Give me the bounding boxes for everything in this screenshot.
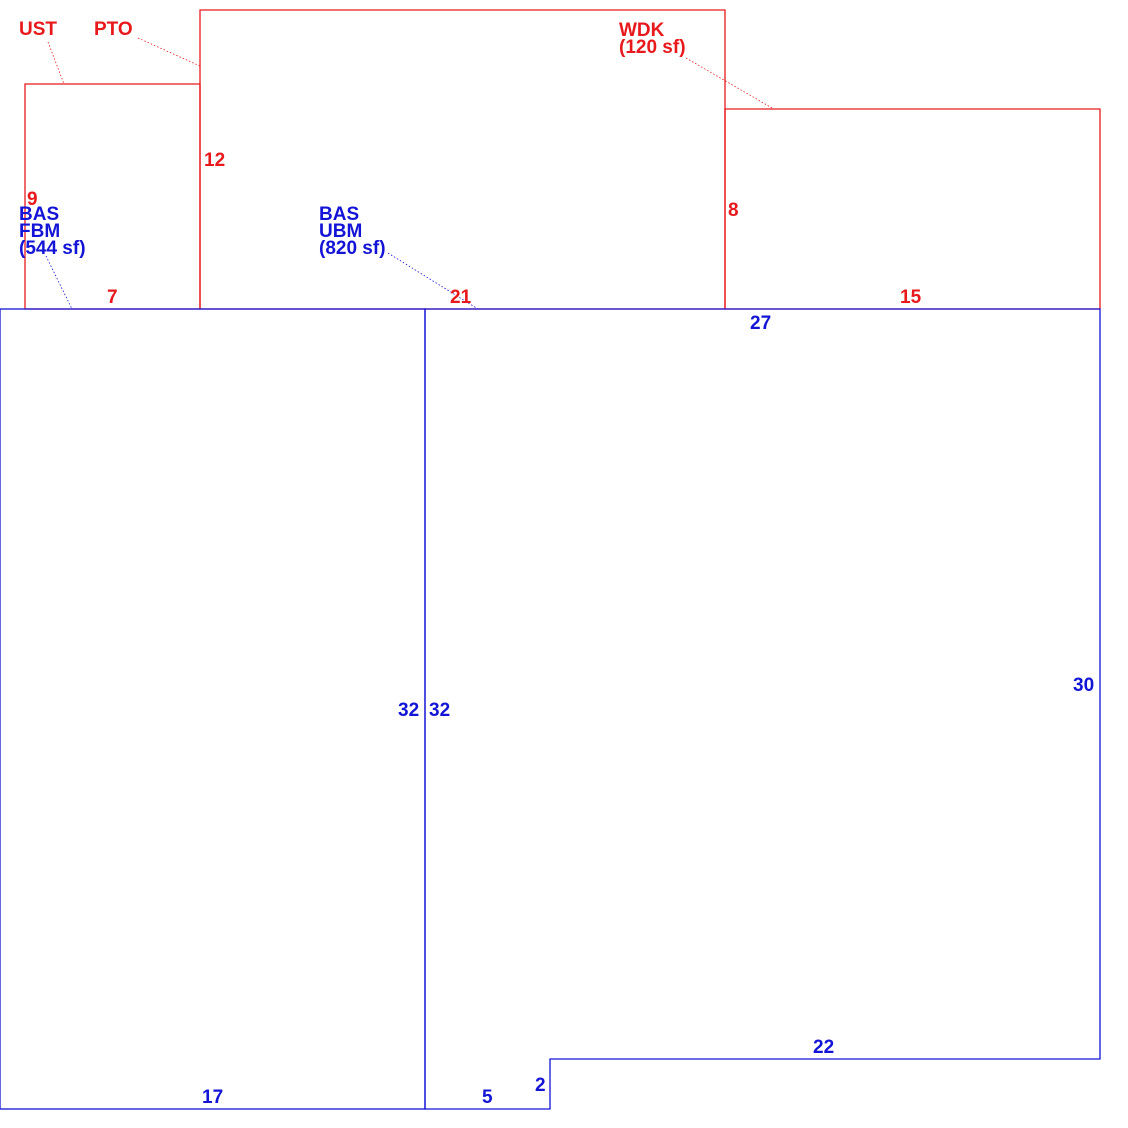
ubm-type-label: BAS bbox=[319, 204, 359, 225]
ubm-top-dimension: 27 bbox=[750, 313, 771, 334]
fbm-type-label: BAS bbox=[19, 204, 59, 225]
ust-leader bbox=[47, 41, 65, 85]
ubm-step-top-dimension: 22 bbox=[813, 1037, 834, 1058]
ust-width-dimension: 7 bbox=[107, 287, 118, 308]
ubm-step-side-dimension: 2 bbox=[535, 1075, 546, 1096]
upper-level-outlines bbox=[24, 9, 1101, 310]
ust-height-dimension: 9 bbox=[27, 189, 38, 210]
upper-leader-lines bbox=[47, 37, 773, 109]
ubm-left-dimension: 32 bbox=[429, 700, 450, 721]
fbm-code-label: FBM bbox=[19, 221, 60, 242]
wdk-leader bbox=[685, 57, 773, 109]
ubm-right-dimension: 30 bbox=[1073, 675, 1094, 696]
fbm-area-label: (544 sf) bbox=[19, 238, 86, 259]
ubm-area-label: (820 sf) bbox=[319, 238, 386, 259]
fbm-right-dimension: 32 bbox=[398, 700, 419, 721]
wdk-code-label: WDK bbox=[619, 20, 665, 41]
ubm-outline bbox=[424, 308, 1101, 1110]
ust-outline bbox=[24, 83, 201, 309]
ubm-bottom-dimension: 5 bbox=[482, 1087, 493, 1108]
basement-outlines bbox=[0, 308, 1101, 1110]
basement-leader-lines bbox=[45, 252, 479, 310]
ubm-code-label: UBM bbox=[319, 221, 362, 242]
pto-width-dimension: 21 bbox=[450, 287, 472, 308]
fbm-outline bbox=[0, 308, 426, 1110]
wdk-outline bbox=[724, 108, 1101, 309]
pto-height-dimension: 12 bbox=[204, 150, 225, 171]
ust-code-label: UST bbox=[19, 19, 57, 40]
wdk-area-label: (120 sf) bbox=[619, 37, 686, 58]
wdk-width-dimension: 15 bbox=[900, 287, 922, 308]
ubm-leader bbox=[387, 252, 479, 310]
pto-code-label: PTO bbox=[94, 19, 133, 40]
fbm-bottom-dimension: 17 bbox=[202, 1087, 223, 1108]
fbm-leader bbox=[45, 255, 73, 310]
wdk-height-dimension: 8 bbox=[728, 200, 739, 221]
pto-leader bbox=[137, 37, 201, 67]
